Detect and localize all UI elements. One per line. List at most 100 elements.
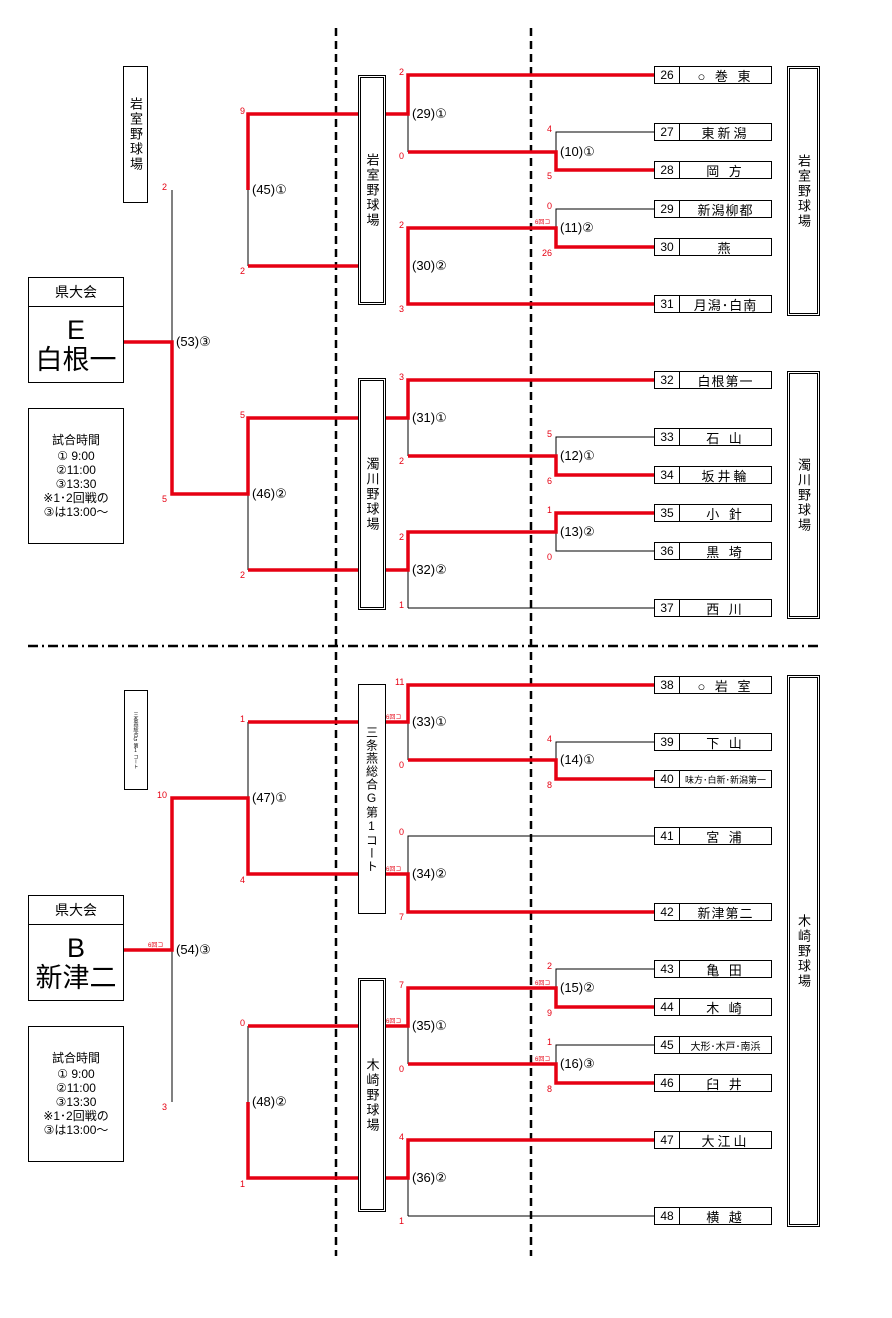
match-47: (47)① bbox=[252, 790, 287, 805]
team-name: 白根第一 bbox=[697, 373, 754, 389]
center-venue-box-3: 三条燕総合G第1コート bbox=[358, 684, 386, 914]
center-venue-box-1: 岩室野球場 bbox=[358, 75, 386, 305]
team-number: 32 bbox=[655, 372, 680, 388]
team-number: 26 bbox=[655, 67, 680, 83]
seed-letter-2: B bbox=[66, 932, 85, 963]
time-line: ③は13:00～ bbox=[43, 1123, 109, 1137]
team-name: 小 針 bbox=[706, 506, 745, 522]
team-number: 40 bbox=[655, 771, 680, 787]
team-name: 宮 浦 bbox=[706, 829, 745, 845]
score: 2 bbox=[162, 182, 168, 192]
score: 1 bbox=[399, 600, 405, 610]
score: 8 bbox=[547, 780, 553, 790]
team-name: 黒 埼 bbox=[706, 544, 745, 560]
match-46: (46)② bbox=[252, 486, 287, 501]
team-number: 42 bbox=[655, 904, 680, 920]
score: 26 bbox=[542, 248, 553, 258]
score: 2 bbox=[399, 220, 405, 230]
match-36: (36)② bbox=[412, 1170, 447, 1185]
score: 7 bbox=[399, 912, 405, 922]
team-number: 44 bbox=[655, 999, 680, 1015]
pref-label-1: 県大会 bbox=[29, 278, 123, 307]
score: 5 bbox=[547, 429, 553, 439]
match-11: (11)② bbox=[560, 220, 594, 235]
match-34: (34)② bbox=[412, 866, 447, 881]
team-number: 45 bbox=[655, 1037, 680, 1053]
team-number: 41 bbox=[655, 828, 680, 844]
score: 3 bbox=[399, 304, 405, 314]
score: 3 bbox=[162, 1102, 168, 1112]
time-line: ③は13:00～ bbox=[43, 505, 109, 519]
match-33: (33)① bbox=[412, 714, 447, 729]
team-name: ○ 巻 東 bbox=[697, 68, 754, 84]
seed-team-1: 白根一 bbox=[35, 344, 117, 375]
right-venue-box-1: 岩室野球場 bbox=[787, 66, 820, 316]
team-number: 35 bbox=[655, 505, 680, 521]
time-line: ②11:00 bbox=[56, 463, 96, 477]
time-box-2: 試合時間 ① 9:00 ②11:00 ③13:30 ※1･2回戦の ③は13:0… bbox=[28, 1026, 124, 1162]
score: 7 bbox=[399, 980, 405, 990]
match-45: (45)① bbox=[252, 182, 287, 197]
match-13: (13)② bbox=[560, 524, 595, 539]
score: 4 bbox=[547, 734, 553, 744]
team-26: 26 ○ 巻 東 bbox=[654, 66, 772, 84]
team-32: 32 白根第一 bbox=[654, 371, 772, 389]
right-venue-label-2: 濁川野球場 bbox=[796, 457, 811, 533]
team-name: 下 山 bbox=[706, 735, 745, 751]
time-line: ③13:30 bbox=[55, 477, 97, 491]
called-game-mark: 6回コ bbox=[535, 220, 551, 226]
left-venue-box-2: 三条燕総合G第1コート bbox=[124, 690, 148, 790]
pref-box-2: 県大会 B 新津二 bbox=[28, 895, 124, 1001]
center-venue-box-2: 濁川野球場 bbox=[358, 378, 386, 610]
score: 2 bbox=[240, 266, 246, 276]
score: 4 bbox=[399, 1132, 405, 1142]
team-number: 33 bbox=[655, 429, 680, 445]
team-number: 30 bbox=[655, 239, 680, 255]
score: 2 bbox=[399, 456, 405, 466]
score: 6 bbox=[547, 476, 553, 486]
center-venue-label-1: 岩室野球場 bbox=[364, 152, 380, 228]
called-game-mark: 6回コ bbox=[386, 1019, 402, 1025]
team-name: 木 崎 bbox=[706, 1000, 745, 1016]
score: 10 bbox=[157, 790, 168, 800]
score: 0 bbox=[547, 552, 553, 562]
pref-label-2: 県大会 bbox=[29, 896, 123, 925]
team-name: 亀 田 bbox=[706, 962, 745, 978]
team-35: 35 小 針 bbox=[654, 504, 772, 522]
score: 0 bbox=[240, 1018, 246, 1028]
score: 1 bbox=[399, 1216, 405, 1226]
score: 9 bbox=[240, 106, 246, 116]
team-name: 臼 井 bbox=[706, 1076, 745, 1092]
score: 5 bbox=[240, 410, 246, 420]
time-line: ① 9:00 bbox=[57, 449, 95, 463]
match-14: (14)① bbox=[560, 752, 595, 767]
match-31: (31)① bbox=[412, 410, 447, 425]
score: 5 bbox=[162, 494, 168, 504]
team-number: 37 bbox=[655, 600, 680, 616]
score: 1 bbox=[547, 505, 553, 515]
time-line: ① 9:00 bbox=[57, 1067, 95, 1081]
center-venue-label-4: 木崎野球場 bbox=[364, 1057, 380, 1133]
team-number: 31 bbox=[655, 296, 680, 312]
team-44: 44 木 崎 bbox=[654, 998, 772, 1016]
match-30: (30)② bbox=[412, 258, 447, 273]
team-41: 41 宮 浦 bbox=[654, 827, 772, 845]
score: 0 bbox=[399, 827, 405, 837]
score: 11 bbox=[395, 677, 405, 687]
score: 0 bbox=[399, 151, 405, 161]
time-line: ③13:30 bbox=[55, 1095, 97, 1109]
time-line: ※1･2回戦の bbox=[43, 1109, 109, 1123]
score: 2 bbox=[240, 570, 246, 580]
